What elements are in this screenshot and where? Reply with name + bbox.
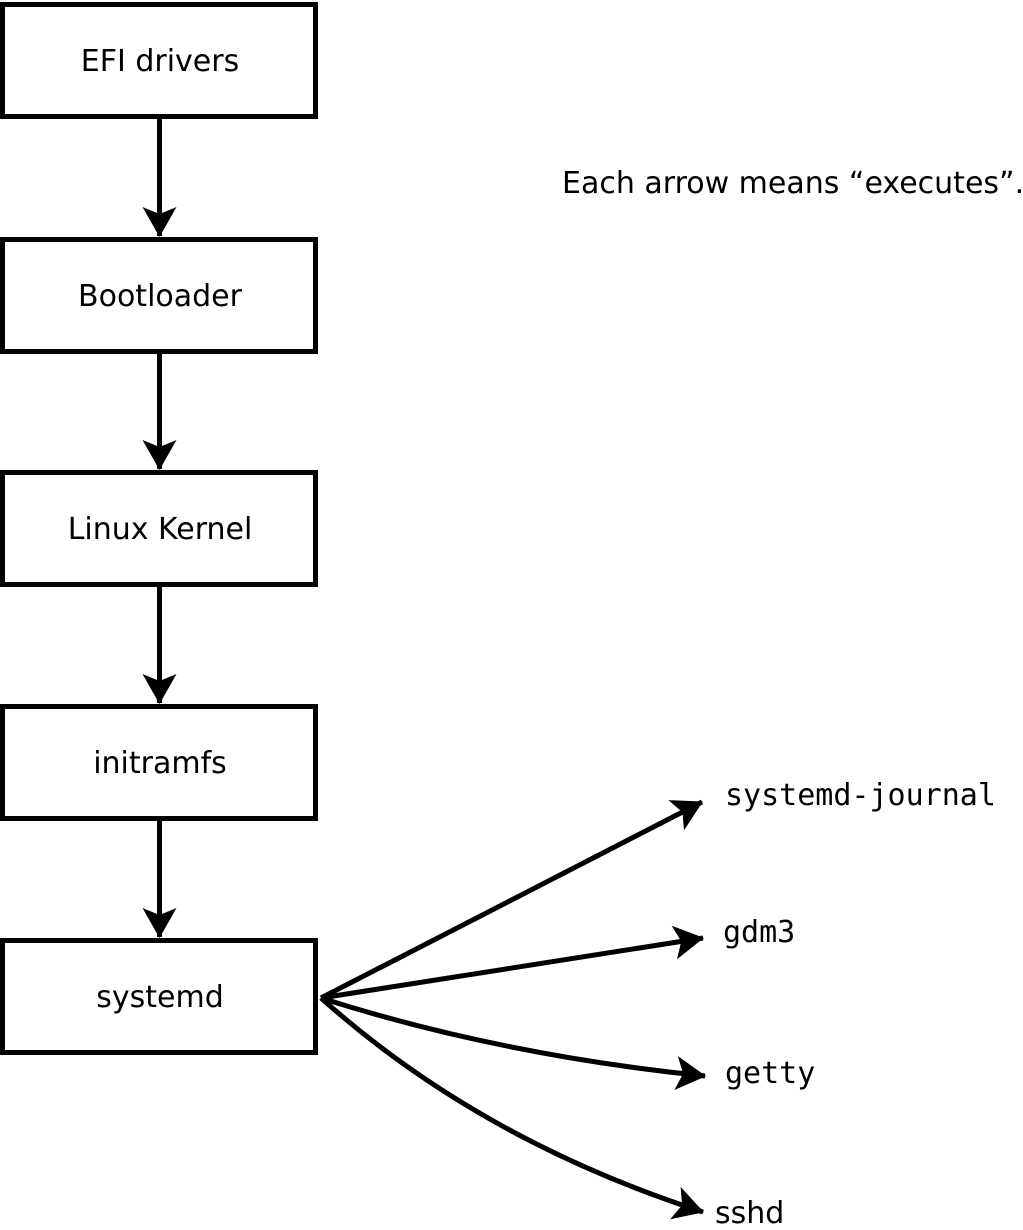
sshd-label: sshd (715, 1196, 784, 1230)
initramfs-label: initramfs (93, 746, 227, 781)
arrow-meaning-caption: Each arrow means “executes”. (562, 166, 1023, 201)
initramfs-box (0, 704, 318, 821)
arrow-systemd-to-gdm3 (320, 925, 704, 1001)
getty-label: getty (725, 1056, 815, 1091)
systemd-label: systemd (96, 980, 224, 1015)
arrow-systemd-to-sshd (319, 996, 704, 1220)
gdm3-label: gdm3 (723, 915, 795, 950)
systemd-journal-label: systemd-journal (725, 778, 996, 813)
efi-drivers-label: EFI drivers (81, 44, 239, 79)
efi-drivers-box (0, 2, 318, 119)
arrow-systemd-to-systemd-journal (319, 799, 704, 1001)
bootloader-label: Bootloader (78, 279, 243, 314)
linux-kernel-box (0, 470, 318, 587)
bootloader-box (0, 237, 318, 354)
systemd-box (0, 938, 318, 1055)
arrow-systemd-to-getty (320, 995, 706, 1090)
linux-kernel-label: Linux Kernel (68, 512, 253, 547)
